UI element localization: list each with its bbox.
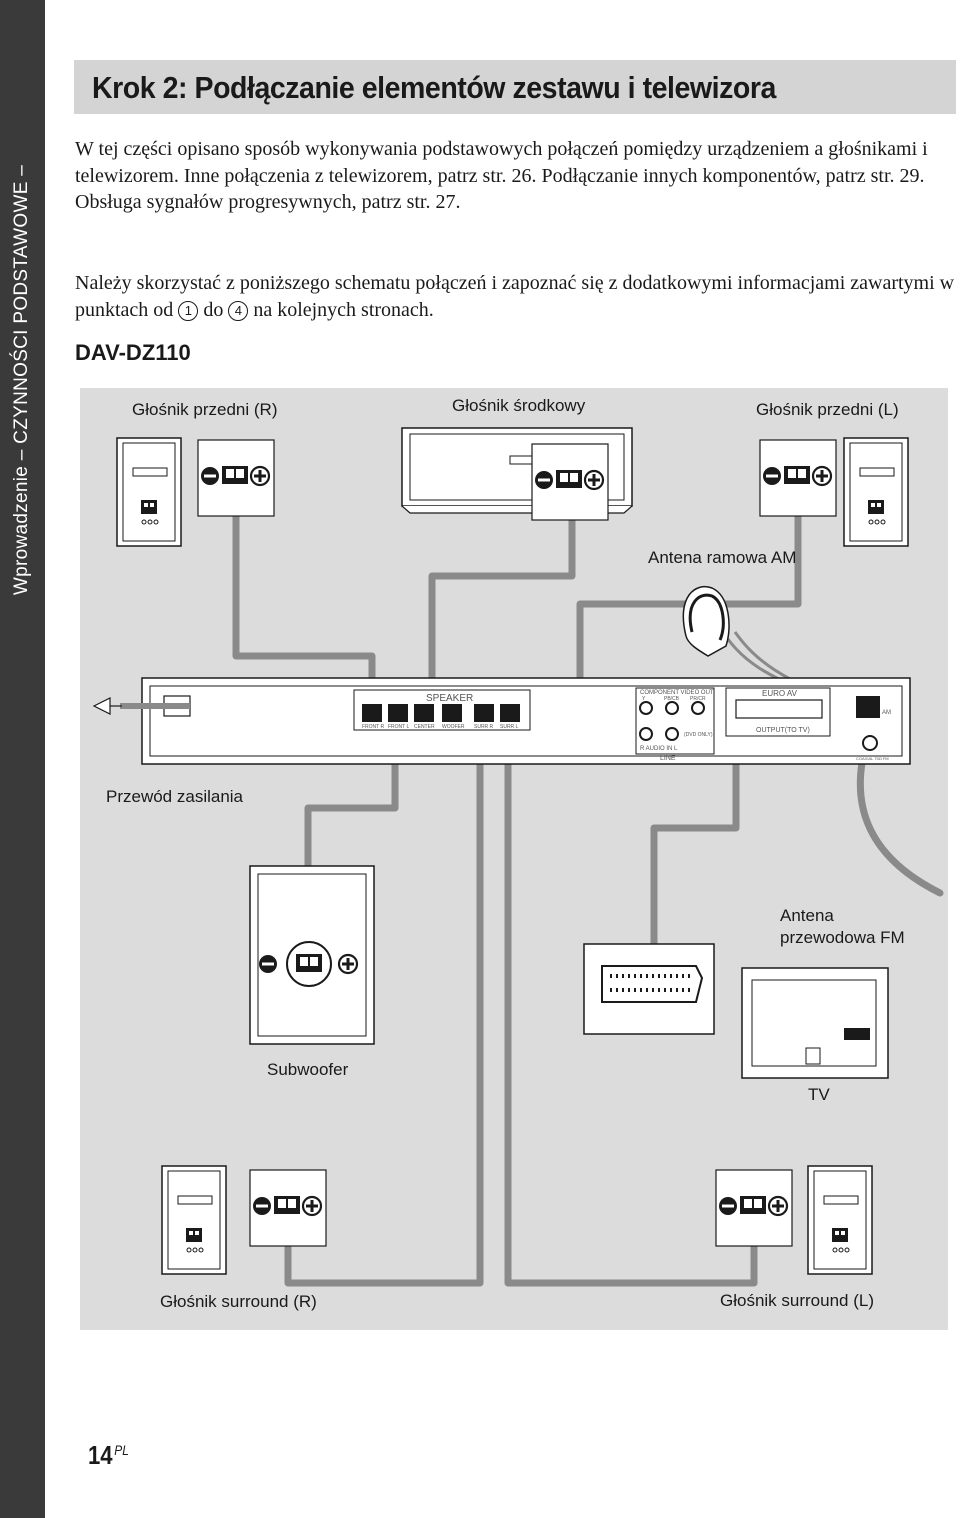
surround-speaker-r [161,1165,227,1275]
label-surround-speaker-r: Głośnik surround (R) [160,1292,317,1311]
label-power-cord: Przewód zasilania [106,787,244,806]
intro-text-progressive: Obsługa sygnałów progresywnych, patrz st… [75,191,461,213]
panel-surr-l-label: SURR L [500,724,519,730]
panel-euro-av-label: EURO AV [762,689,798,698]
label-center-speaker: Głośnik środkowy [452,396,586,415]
panel-pb-label: PB/CB [664,696,680,702]
scart-plug [583,943,715,1035]
panel-audio-in-label: R AUDIO IN L [640,746,678,752]
label-front-speaker-l: Głośnik przedni (L) [756,400,899,419]
speaker-jacks [362,704,520,722]
instructions-text-before: Należy skorzystać z poniższego schematu … [75,272,955,321]
panel-woofer-label: WOOFER [442,724,465,730]
panel-front-l-label: FRONT L [388,724,410,730]
surround-speaker-l-terminal [714,1168,794,1248]
page-number-suffix: PL [114,1442,129,1458]
panel-pr-label: PR/CR [690,696,706,702]
surround-speaker-r-terminal [248,1168,328,1248]
front-speaker-l-terminal [758,438,838,518]
side-tab: Wprowadzenie – CZYNNOŚCI PODSTAWOWE – [0,0,45,1518]
panel-am-label: AM [882,710,891,716]
step-number-end: 4 [228,300,249,321]
front-speaker-r [116,437,182,547]
instructions-text-after: na kolejnych stronach. [248,298,434,321]
label-am-antenna: Antena ramowa AM [648,548,796,567]
intro-paragraph: W tej części opisano sposób wykonywania … [75,136,955,216]
connection-diagram: SPEAKER FRONT R FRONT L CENTER WOOFER SU… [80,388,948,1330]
center-speaker-terminal [530,442,610,522]
cable-euro-av [650,739,740,947]
panel-speaker-label: SPEAKER [426,693,473,704]
label-surround-speaker-l: Głośnik surround (L) [720,1291,874,1310]
panel-output-label: OUTPUT(TO TV) [756,727,810,734]
main-unit-rear-panel [141,677,911,765]
side-tab-text: Wprowadzenie – CZYNNOŚCI PODSTAWOWE – [11,164,32,596]
label-fm-antenna-line1: Antena [780,906,834,925]
panel-line-label: LINE [660,755,676,762]
power-cord [92,697,190,715]
label-tv: TV [808,1085,830,1104]
subwoofer-box [249,865,375,1045]
panel-surr-r-label: SURR R [474,724,494,730]
panel-dvd-only-label: (DVD ONLY) [684,732,713,738]
model-label: DAV-DZ110 [75,340,191,365]
panel-coaxial-label: COAXIAL 75Ω FM [856,756,889,761]
page-title: Krok 2: Podłączanie elementów zestawu i … [92,70,776,105]
intro-text: W tej części opisano sposób wykonywania … [75,138,928,187]
instructions-text-middle: do [198,298,229,321]
instructions-paragraph: Należy skorzystać z poniższego schematu … [75,270,955,323]
am-loop-antenna [682,586,730,657]
cable-fm-antenna [856,744,944,897]
front-speaker-r-terminal [196,438,276,518]
page-number-value: 14 [88,1440,113,1470]
panel-front-r-label: FRONT R [362,724,385,730]
step-number-start: 1 [178,300,199,321]
front-speaker-l [843,437,909,547]
tv-set [741,967,889,1079]
panel-y-label: Y [642,696,646,702]
label-subwoofer: Subwoofer [267,1060,349,1079]
panel-component-video-label: COMPONENT VIDEO OUT [640,690,714,696]
surround-speaker-l [807,1165,873,1275]
video-jacks [639,701,705,741]
label-front-speaker-r: Głośnik przedni (R) [132,400,278,419]
label-fm-antenna-line2: przewodowa FM [780,928,905,947]
euro-av-connector [735,699,823,719]
title-band [74,60,956,114]
panel-center-label: CENTER [414,724,435,730]
cable-center [428,506,576,704]
